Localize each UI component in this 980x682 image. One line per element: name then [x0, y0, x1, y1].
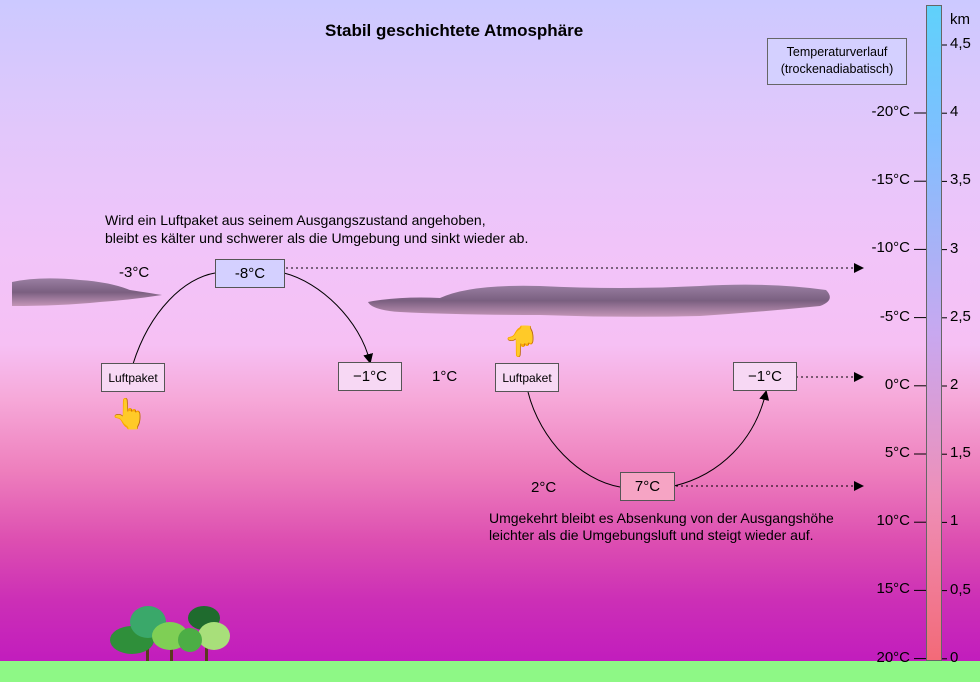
scale-unit: km — [950, 11, 970, 28]
sinking-arc-down — [527, 391, 621, 488]
ambient-temp-lower: 2°C — [531, 479, 557, 496]
rising-arc-up — [132, 272, 216, 365]
km-label: 1,5 — [950, 444, 971, 462]
diagram-title: Stabil geschichtete Atmosphäre — [325, 21, 584, 40]
trees-icon — [110, 606, 230, 661]
legend-line2: (trockenadiabatisch) — [780, 62, 894, 76]
ambient-temp-middle: 1°C — [432, 368, 458, 385]
rising-text-line1: Wird ein Luftpaket aus seinem Ausgangszu… — [105, 212, 486, 228]
ambient-temp-upper: -3°C — [119, 264, 150, 281]
cloud-left — [12, 278, 162, 306]
temp-label: -15°C — [871, 171, 910, 189]
temp-label: 5°C — [884, 444, 910, 461]
pointing-hand-icon[interactable]: 👆 — [110, 398, 148, 431]
km-label: 0,5 — [950, 580, 971, 598]
km-label: 2,5 — [950, 307, 971, 325]
km-label: 2 — [950, 376, 959, 393]
temp-label: 10°C — [876, 512, 910, 530]
sinking-arc-up — [673, 390, 770, 487]
temp-label: -20°C — [871, 103, 910, 120]
km-label: 4 — [950, 103, 959, 121]
legend-box: Temperaturverlauf (trockenadiabatisch) — [767, 38, 907, 85]
sinking-text-line2: leichter als die Umgebungsluft und steig… — [489, 527, 814, 543]
rising-top-temp-box: -8°C — [215, 259, 285, 288]
sinking-start-parcel-box: Luftpaket — [495, 363, 559, 392]
legend-line1: Temperaturverlauf — [786, 45, 888, 59]
sinking-bottom-temp-box: 7°C — [620, 472, 675, 501]
scale-ticks — [914, 44, 947, 660]
rising-start-parcel-box: Luftpaket — [101, 363, 165, 392]
cloud-right — [368, 284, 830, 317]
km-label: 3 — [950, 239, 959, 257]
km-label: 1 — [950, 512, 959, 530]
temp-label: -5°C — [879, 307, 910, 325]
rising-text-line2: bleibt es kälter und schwerer als die Um… — [105, 230, 529, 246]
rising-end-temp-box: −1°C — [338, 362, 402, 391]
km-label: 0 — [950, 648, 959, 666]
temp-label: -10°C — [871, 239, 910, 257]
temp-label: 20°C — [876, 648, 910, 666]
temp-label: 15°C — [876, 580, 910, 598]
ground — [0, 661, 980, 682]
rising-arc-down — [283, 272, 374, 364]
temp-label: 0°C — [884, 375, 910, 393]
km-label: 3,5 — [950, 171, 971, 189]
altitude-scale-bar — [926, 5, 942, 661]
sinking-end-temp-box: −1°C — [733, 362, 797, 391]
km-label: 4,5 — [950, 35, 971, 52]
pointing-hand-icon[interactable]: 👆 — [503, 324, 541, 357]
sinking-text-line1: Umgekehrt bleibt es Absenkung von der Au… — [489, 510, 834, 526]
